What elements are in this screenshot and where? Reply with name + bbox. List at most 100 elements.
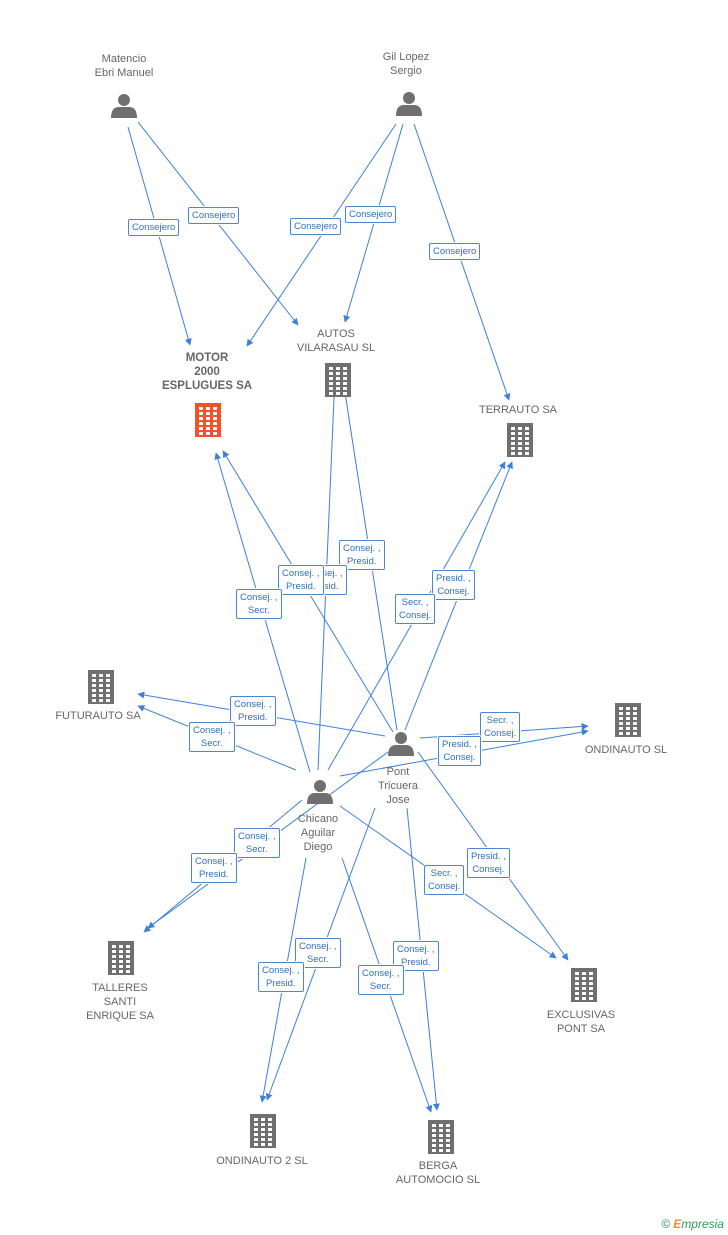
relation-label-line: Consej. , <box>234 699 272 710</box>
relation-label-r16: Consej. ,Secr. <box>234 828 280 858</box>
building-icon[interactable] <box>108 941 134 975</box>
person-label-gil-line: Gil Lopez <box>382 51 430 63</box>
relation-label-r6: Consej. ,Presid. <box>339 540 385 570</box>
edge-gil-to-motor <box>246 123 397 347</box>
person-label-pont-line: Tricuera <box>378 780 418 792</box>
relation-label-line: Secr. , <box>430 868 458 879</box>
company-label-talleres-line: ENRIQUE SA <box>86 1010 154 1022</box>
edge-gil-to-autos <box>343 123 404 323</box>
relation-label-r9: Consej. , Secr. <box>236 589 282 619</box>
company-label-ondinauto[interactable]: ONDINAUTO SL <box>585 743 667 757</box>
building-icon[interactable] <box>615 703 641 737</box>
relation-label-line: Presid. <box>265 978 296 989</box>
company-label-ondinauto2-line: ONDINAUTO 2 SL <box>216 1155 308 1167</box>
relation-label-line: Consej. , <box>193 725 231 736</box>
relation-label-r11: Secr. ,Consej. <box>395 594 436 624</box>
company-label-autos-line: AUTOS <box>317 328 355 340</box>
person-label-gil-line: Sergio <box>390 65 422 77</box>
person-icon[interactable] <box>111 94 137 118</box>
person-icon[interactable] <box>396 92 422 116</box>
relation-label-line: Consejero <box>433 246 477 257</box>
company-label-exclusivas-line: EXCLUSIVAS <box>546 1009 616 1021</box>
person-label-pont-line: Pont <box>386 766 410 778</box>
relation-label-r4: Consejero <box>345 206 397 223</box>
brand-watermark: ©Empresia <box>661 1217 724 1231</box>
relation-label-line: Consej. <box>399 610 432 621</box>
relation-label-line: Presid. , <box>436 573 471 584</box>
building-icon[interactable] <box>571 968 597 1002</box>
building-icon[interactable] <box>250 1114 276 1148</box>
company-label-exclusivas-line: PONT SA <box>556 1023 606 1035</box>
company-label-terrauto[interactable]: TERRAUTO SA <box>479 403 557 417</box>
relation-label-r18: Presid. , Consej. <box>467 848 510 878</box>
relation-label-line: Consej. , <box>262 965 300 976</box>
relation-label-line: Consejero <box>294 221 338 232</box>
brand-name: mpresia <box>681 1217 724 1231</box>
relation-label-r23: Consej. ,Secr. <box>358 965 404 995</box>
building-icon[interactable] <box>88 670 114 704</box>
relation-label-line: Secr. <box>247 605 270 616</box>
relation-label-line: Consejero <box>132 222 176 233</box>
relation-label-line: Secr. <box>306 954 329 965</box>
relation-label-line: Presid. , <box>442 739 477 750</box>
company-label-autos-line: VILARASAU SL <box>296 342 376 354</box>
person-label-chicano-line: Chicano <box>297 813 339 825</box>
brand-initial: E <box>673 1217 682 1231</box>
relation-label-line: Consej. <box>443 752 476 763</box>
person-label-chicano-line: Aguilar <box>300 827 336 839</box>
icons-layer <box>88 92 641 1154</box>
copyright-symbol: © <box>661 1217 671 1231</box>
company-label-futurauto[interactable]: FUTURAUTO SA <box>55 709 140 723</box>
edges-layer <box>127 121 589 1113</box>
relation-label-line: Consejero <box>349 209 393 220</box>
company-label-motor-line: ESPLUGUES SA <box>161 380 253 392</box>
building-icon[interactable] <box>428 1120 454 1154</box>
building-icon[interactable] <box>325 363 351 397</box>
relation-label-line: Consej. , <box>240 592 278 603</box>
relation-label-line: Presid. <box>198 869 229 880</box>
company-label-ondinauto2[interactable]: ONDINAUTO 2 SL <box>216 1154 308 1168</box>
relation-label-line: Presid. <box>308 581 339 592</box>
building-icon[interactable] <box>195 403 221 437</box>
relation-label-line: Consej. , <box>282 568 320 579</box>
relation-label-line: Consej. , <box>397 944 435 955</box>
relation-label-line: Secr. <box>245 844 268 855</box>
relation-label-line: Consej. <box>484 728 517 739</box>
relation-label-line: Presid. , <box>471 851 506 862</box>
relation-label-r14: Secr. , Consej. <box>480 712 521 742</box>
relation-label-r2: Consejero <box>188 207 240 224</box>
relation-label-line: Secr. , <box>486 715 514 726</box>
company-label-autos[interactable]: AUTOS VILARASAU SL <box>297 327 375 355</box>
company-label-terrauto-line: TERRAUTO SA <box>478 404 558 416</box>
relation-label-line: Consej. , <box>299 941 337 952</box>
relation-label-r15: Presid. , Consej. <box>438 736 481 766</box>
person-icon[interactable] <box>307 780 333 804</box>
relation-label-line: Consej. , <box>195 856 233 867</box>
relation-label-r1: Consejero <box>128 219 180 236</box>
relation-label-r17: Consej. , Presid. <box>191 853 237 883</box>
edge-gil-to-terrauto <box>413 123 511 401</box>
building-icon[interactable] <box>507 423 533 457</box>
relation-label-line: Consej. <box>472 864 505 875</box>
relation-label-r13: Consej. ,Secr. <box>189 722 235 752</box>
person-label-matencio-line: Ebri Manuel <box>94 67 154 79</box>
relation-label-line: Presid. <box>237 712 268 723</box>
edge-matencio-to-motor <box>127 126 192 346</box>
relation-label-r8: Consej. , Presid. <box>278 565 324 595</box>
company-label-talleres-line: SANTI <box>103 996 137 1008</box>
person-icon[interactable] <box>388 732 414 756</box>
relation-label-line: Presid. <box>285 581 316 592</box>
company-label-exclusivas[interactable]: EXCLUSIVAS PONT SA <box>547 1008 615 1036</box>
person-label-chicano-line: Diego <box>303 841 333 853</box>
relation-label-r5: Consejero <box>429 243 481 260</box>
company-label-berga-line: AUTOMOCIO SL <box>395 1174 481 1186</box>
relation-label-line: Presid. <box>346 556 377 567</box>
